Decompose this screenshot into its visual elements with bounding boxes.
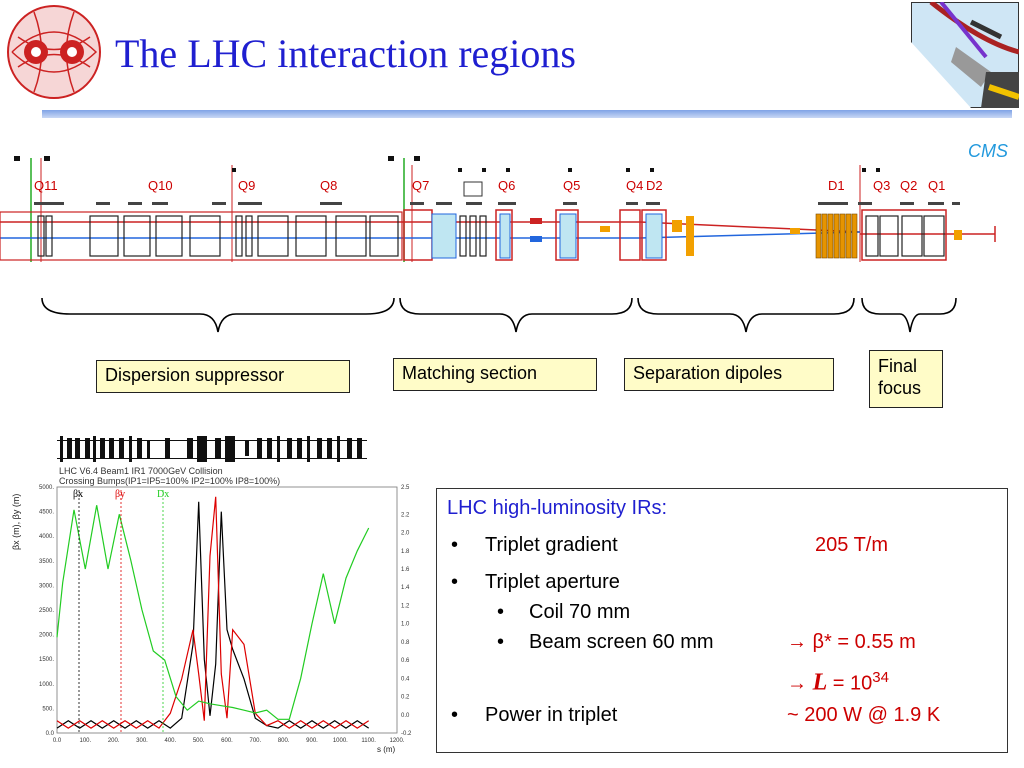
x-tick-label: 400. [164,738,176,744]
matching-section-label: Matching section [393,358,597,391]
bullet-2: • [451,571,459,593]
bullet-3: • [451,704,459,726]
triplet-gradient-value: 205 T/m [815,534,888,556]
luminosity-symbol: L [812,669,828,696]
x-tick-label: 100. [79,738,91,744]
y2-tick-label: 2.5 [401,485,410,491]
legend-beta-x: βx [73,489,83,500]
x-tick-label: 1100. [361,738,376,744]
lhc-logo [7,5,101,99]
final-focus-line2: focus [878,378,922,398]
plot-frame [56,486,398,734]
x-tick-label: 1000. [333,738,348,744]
label-q2: Q2 [900,178,917,193]
y2-tick-label: 2.2 [401,512,410,518]
y-tick-label: 4000. [39,534,54,540]
x-tick-label: 900. [306,738,318,744]
luminosity-value: → L = 1034 [787,669,889,697]
y-tick-label: 3000. [39,583,54,589]
x-tick-label: 300. [136,738,148,744]
sub-bullet-1: • [497,601,505,623]
cms-label: CMS [968,141,1008,161]
label-q7: Q7 [412,178,429,193]
title-underline [42,110,1012,118]
plot-xlabel: s (m) [377,745,396,754]
y2-tick-label: 2.0 [401,531,410,537]
legend-dx: Dx [157,489,169,500]
x-tick-label: 500. [193,738,205,744]
label-q8: Q8 [320,178,337,193]
x-tick-label: 700. [249,738,261,744]
triplet-aperture-label: Triplet aperture [485,571,620,593]
plot-subtitle: Crossing Bumps(IP1=IP5=100% IP2=100% IP8… [59,476,280,486]
x-tick-label: 1200. [389,738,404,744]
luminosity-exponent: 34 [872,669,889,686]
beamline-schematic: CMS Q11 Q10 Q9 Q8 Q7 Q6 Q5 Q4 D2 D1 Q3 Q… [0,141,1008,262]
label-q3: Q3 [873,178,890,193]
y2-tick-label: 1.2 [401,603,410,609]
page-title: The LHC interaction regions [115,31,576,76]
final-focus-label: Final focus [869,350,943,408]
series-line-beta-x [56,501,370,729]
x-tick-label: 600. [221,738,233,744]
section-braces [41,297,957,333]
y2-tick-label: -0.2 [401,731,412,737]
y2-tick-label: 1.8 [401,549,410,555]
y-tick-label: 2500. [39,608,54,614]
bullet-1: • [451,534,459,556]
dispersion-suppressor-label: Dispersion suppressor [96,360,350,393]
y2-tick-label: 0.6 [401,658,410,664]
beta-star-value: → β* = 0.55 m [787,631,916,653]
sub-bullet-2: • [497,631,505,653]
x-tick-label: 200. [108,738,120,744]
detector-image [911,2,1019,108]
y-tick-label: 1500. [39,657,54,663]
y-tick-label: 2000. [39,633,54,639]
luminosity-eq: = 10 [832,672,873,695]
y2-tick-label: 0.4 [401,676,410,682]
y-tick-label: 0.0 [46,731,55,737]
x-tick-label: 0.0 [53,738,62,744]
ir-parameters-box: LHC high-luminosity IRs: • Triplet gradi… [436,488,1008,753]
beta-function-plot: LHC V6.4 Beam1 IR1 7000GeV Collision Cro… [11,436,412,754]
label-q9: Q9 [238,178,255,193]
y-tick-label: 3500. [39,559,54,565]
coil-label: Coil 70 mm [529,601,631,623]
power-in-triplet-label: Power in triplet [485,704,618,726]
label-q1: Q1 [928,178,945,193]
info-heading: LHC high-luminosity IRs: [447,497,668,519]
plot-title: LHC V6.4 Beam1 IR1 7000GeV Collision [59,466,223,476]
series-line-dispersion [56,505,370,720]
label-q10: Q10 [148,178,173,193]
y-tick-label: 1000. [39,682,54,688]
label-q6: Q6 [498,178,515,193]
legend-beta-y: βy [115,489,125,500]
series-line-beta-y [56,496,370,729]
y2-tick-label: 0.8 [401,640,410,646]
y2-tick-label: 1.6 [401,567,410,573]
plot-ylabel: βx (m), βy (m) [11,494,21,550]
lattice-strip [57,436,367,462]
x-tick-label: 800. [278,738,290,744]
label-q4: Q4 [626,178,643,193]
beam-screen-label: Beam screen 60 mm [529,631,714,653]
y2-tick-label: 0.0 [401,713,410,719]
label-d2: D2 [646,178,663,193]
triplet-gradient-label: Triplet gradient [485,534,618,556]
y-tick-label: 500. [42,706,54,712]
power-in-triplet-value: ~ 200 W @ 1.9 K [787,704,941,726]
separation-dipoles-label: Separation dipoles [624,358,834,391]
y-tick-label: 5000. [39,485,54,491]
label-q11: Q11 [34,178,58,193]
y-tick-label: 4500. [39,510,54,516]
final-focus-line1: Final [878,356,918,376]
label-q5: Q5 [563,178,580,193]
luminosity-arrow: → [787,672,807,695]
label-d1: D1 [828,178,845,193]
y2-tick-label: 1.0 [401,622,410,628]
y2-tick-label: 0.2 [401,695,410,701]
y2-tick-label: 1.4 [401,585,410,591]
